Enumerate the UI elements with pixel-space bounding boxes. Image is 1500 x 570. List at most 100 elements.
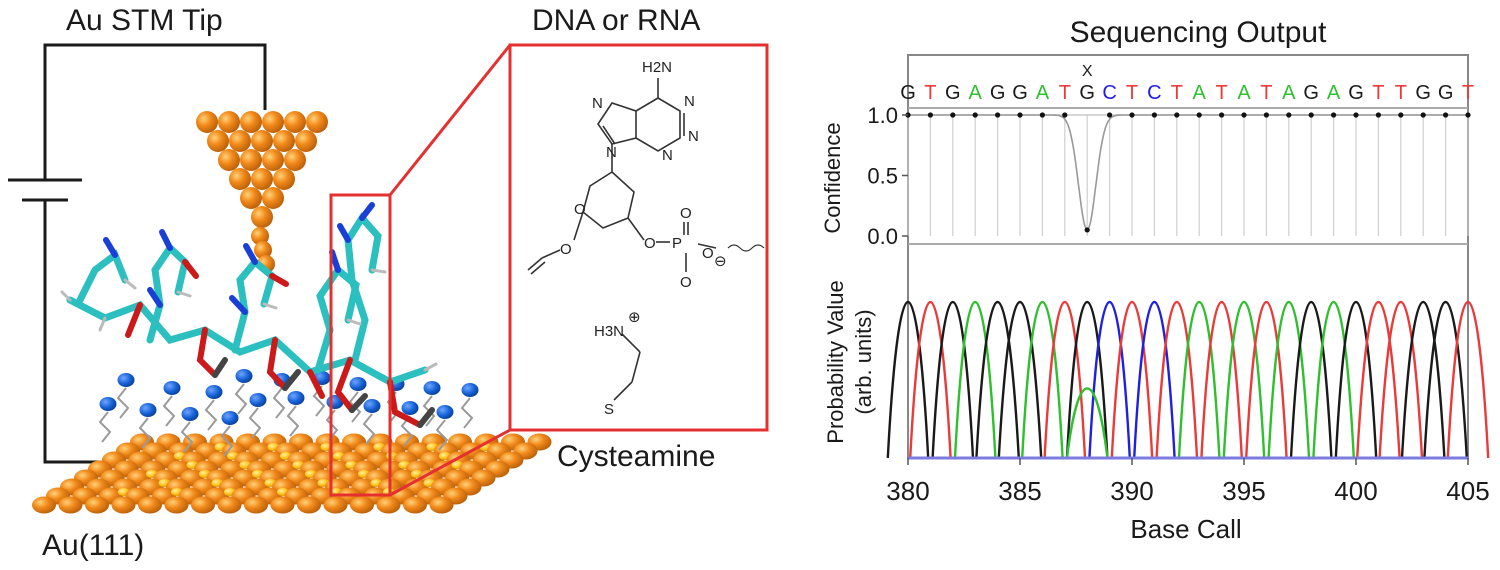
base-letter: G <box>945 82 961 104</box>
stm-tip <box>196 111 328 273</box>
confidence-point <box>1017 112 1023 118</box>
cysteamine-head <box>99 397 117 411</box>
base-letter: T <box>1372 82 1384 104</box>
circuit <box>8 43 267 464</box>
atom-n: N <box>662 147 673 164</box>
peak-A <box>1222 301 1266 459</box>
cysteamine-chain <box>180 421 194 453</box>
peak-G <box>1400 301 1446 459</box>
peak-A <box>1021 301 1064 459</box>
tip-atom <box>273 130 295 152</box>
peak-G <box>931 301 975 459</box>
confidence-series <box>905 112 1471 233</box>
surface-atom <box>85 496 109 514</box>
tip-atom <box>218 149 240 171</box>
atom-o: O <box>680 205 692 222</box>
x-tick-label: 390 <box>1110 476 1153 506</box>
cysteamine-chain <box>220 425 234 457</box>
confidence-point <box>1263 112 1269 118</box>
x-tick-label: 395 <box>1222 476 1265 506</box>
cysteamine-head <box>163 381 181 395</box>
dna-strand <box>60 202 438 428</box>
confidence-point <box>1174 112 1180 118</box>
confidence-axis: 0.00.51.0 <box>867 103 908 249</box>
peak-T <box>1378 301 1424 459</box>
highlight-box <box>329 193 392 497</box>
surface-atom <box>164 496 189 514</box>
tip-atom <box>251 168 273 190</box>
confidence-point <box>995 112 1001 118</box>
surface-atom <box>244 496 268 514</box>
gold-surface <box>32 433 552 514</box>
base-letter: G <box>900 82 916 104</box>
base-letter: G <box>1438 82 1454 104</box>
tip-atom <box>273 168 295 190</box>
confidence-point <box>1308 112 1314 118</box>
base-letter: A <box>1282 82 1296 104</box>
peak-G <box>886 301 930 459</box>
surface-atom <box>217 496 242 514</box>
confidence-point <box>1151 112 1157 118</box>
probability-peaks <box>886 301 1490 460</box>
base-letter: T <box>1395 82 1407 104</box>
cysteamine-head <box>436 405 454 419</box>
cysteamine-chain <box>435 419 449 451</box>
peak-T <box>1110 301 1154 459</box>
confidence-gridlines <box>907 114 1469 236</box>
tip-atom <box>229 168 251 190</box>
peak-A <box>1267 301 1311 459</box>
atom-o: O <box>680 274 692 291</box>
confidence-point <box>1398 112 1404 118</box>
atom-n: N <box>684 93 695 110</box>
peak-C <box>1088 301 1131 459</box>
cysteamine-chain <box>138 417 152 449</box>
cysteamine-head <box>117 373 135 387</box>
confidence-point <box>1129 112 1135 118</box>
cysteamine-chain <box>460 397 474 429</box>
confidence-point <box>1331 112 1337 118</box>
surface-atom <box>297 496 321 514</box>
tip-atom <box>251 206 273 228</box>
cysteamine-chain <box>116 387 130 419</box>
confidence-point <box>1420 112 1426 118</box>
ammonium-label: H3N <box>594 323 624 340</box>
confidence-point <box>950 112 956 118</box>
cysteamine-head <box>423 381 441 395</box>
cysteamine-head <box>235 369 253 383</box>
tip-atom <box>240 111 262 133</box>
peak-T <box>1446 301 1490 459</box>
circuit-wire <box>43 43 267 180</box>
error-marker: X <box>1082 63 1093 80</box>
base-letter: A <box>1193 82 1207 104</box>
tip-apex-atom <box>254 241 272 259</box>
confidence-point <box>1465 112 1471 118</box>
molecule-label: DNA or RNA <box>532 4 700 37</box>
base-letter: T <box>924 82 936 104</box>
peak-G <box>1423 301 1468 459</box>
tip-label: Au STM Tip <box>66 4 223 37</box>
peak-T <box>1245 301 1288 459</box>
confidence-line <box>908 114 1468 231</box>
confidence-axis-label: Confidence <box>820 122 845 233</box>
peak-G <box>1065 301 1109 459</box>
confidence-point <box>1196 112 1202 118</box>
tip-atom <box>251 130 273 152</box>
confidence-point <box>1353 112 1359 118</box>
tip-atom <box>306 111 328 133</box>
tip-atom <box>229 130 251 152</box>
atom-n: N <box>688 128 699 145</box>
peak-T <box>1043 301 1087 459</box>
atom-o: O <box>702 245 714 262</box>
zoom-highlight <box>329 43 769 497</box>
probability-axis-label-line2: (arb. units) <box>851 309 876 414</box>
confidence-tick-label: 0.5 <box>867 164 898 189</box>
atom-s: S <box>604 401 614 418</box>
surface-atom <box>111 496 136 514</box>
x-tick-label: 380 <box>886 476 929 506</box>
surface-atom <box>429 496 454 514</box>
peak-A <box>1177 301 1221 459</box>
base-letter: T <box>1059 82 1071 104</box>
surface-atom <box>138 496 162 514</box>
base-letter: G <box>1415 82 1431 104</box>
